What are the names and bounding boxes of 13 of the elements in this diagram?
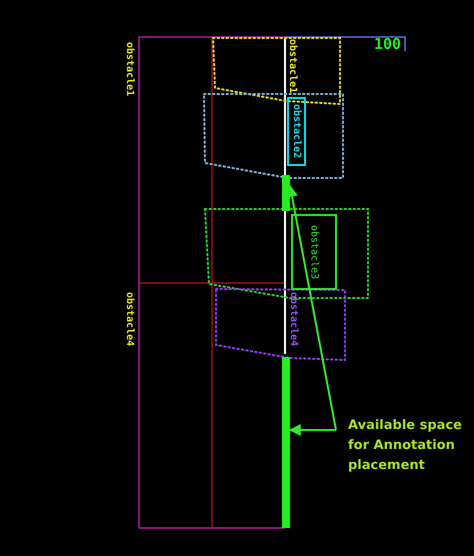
obstacle-box: [291, 214, 337, 290]
annotation-note: Available space for Annotation placement: [336, 416, 472, 476]
space-bar: [282, 357, 290, 528]
obstacle-label: obstacle3: [308, 224, 320, 280]
space-bar: [282, 175, 290, 211]
obstacle-label: obstacle1: [124, 42, 135, 96]
obstacle-box: [287, 97, 306, 166]
leader-arrow: [288, 424, 336, 436]
value-label: 100: [374, 36, 402, 52]
obstacle-label: obstacle4: [288, 292, 299, 346]
obstacle-label: obstacle4: [124, 292, 135, 346]
obstacle-label: obstacle1: [287, 39, 298, 94]
obstacle-label: obstacle2: [291, 104, 302, 159]
